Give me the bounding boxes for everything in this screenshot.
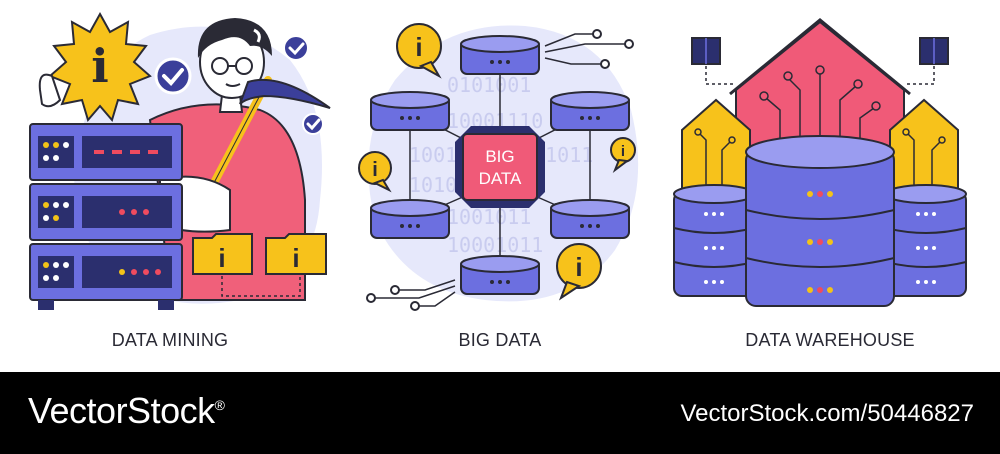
- data-node: [550, 91, 630, 131]
- caption-big-data: BIG DATA: [458, 330, 542, 350]
- big-data-illustration: 0101001 10001110 1001011 1001011 1010101…: [358, 23, 639, 311]
- svg-text:i: i: [292, 243, 299, 273]
- data-warehouse-illustration: [673, 18, 967, 307]
- data-node: [460, 255, 540, 295]
- stock-id: VectorStock.com/50446827: [680, 400, 974, 427]
- data-mining-illustration: i: [29, 11, 331, 310]
- caption-data-mining: DATA MINING: [111, 330, 229, 350]
- big-data-panel: 0101001 10001110 1001011 1001011 1010101…: [335, 0, 665, 372]
- data-node: [550, 199, 630, 239]
- svg-text:i: i: [415, 32, 422, 62]
- database-stack-small: [673, 184, 755, 297]
- network-lines: [375, 33, 625, 307]
- server-rack: [29, 123, 183, 310]
- big-data-chip: BIG DATA: [455, 126, 545, 208]
- circuit-node-icon: [366, 29, 634, 311]
- data-mining-panel: i: [0, 0, 340, 372]
- info-bubble-icon: i: [358, 151, 392, 193]
- solar-panel-icon: [691, 37, 734, 85]
- info-bubble-icon: i: [396, 23, 442, 79]
- svg-text:i: i: [621, 143, 625, 160]
- data-warehouse-panel: DATA WAREHOUSE: [660, 0, 1000, 372]
- check-badge-icon: [283, 35, 309, 61]
- svg-text:i: i: [218, 243, 225, 273]
- vectorstock-logo: VectorStock®: [28, 390, 225, 432]
- binary-text: 10001011: [447, 233, 543, 257]
- watermark-footer: VectorStock® VectorStock.com/50446827: [0, 372, 1000, 454]
- side-building: [889, 98, 959, 201]
- binary-text: 0101001: [447, 73, 531, 97]
- info-starburst-icon: i: [48, 11, 152, 123]
- check-badge-icon: [302, 113, 324, 135]
- data-node: [370, 199, 450, 239]
- svg-text:i: i: [372, 159, 378, 181]
- brand-name: VectorStock: [28, 390, 215, 431]
- solar-panel-icon: [906, 37, 949, 85]
- info-bubble-icon: i: [610, 137, 636, 173]
- data-node: [370, 91, 450, 131]
- database-stack-small: [885, 184, 967, 297]
- info-folder-icon: i: [265, 233, 327, 275]
- svg-text:i: i: [575, 252, 582, 282]
- registered-mark: ®: [214, 397, 225, 413]
- binary-text: 1001011: [447, 205, 531, 229]
- database-cylinder-main: [745, 135, 895, 307]
- info-bubble-icon: i: [556, 243, 602, 301]
- chip-label: BIG: [485, 147, 514, 166]
- svg-text:i: i: [91, 39, 108, 93]
- data-node: [460, 35, 540, 75]
- chip-label: DATA: [479, 169, 522, 188]
- check-badge-icon: [154, 57, 192, 95]
- info-folder-icon: i: [192, 233, 253, 275]
- caption-data-warehouse: DATA WAREHOUSE: [745, 330, 915, 350]
